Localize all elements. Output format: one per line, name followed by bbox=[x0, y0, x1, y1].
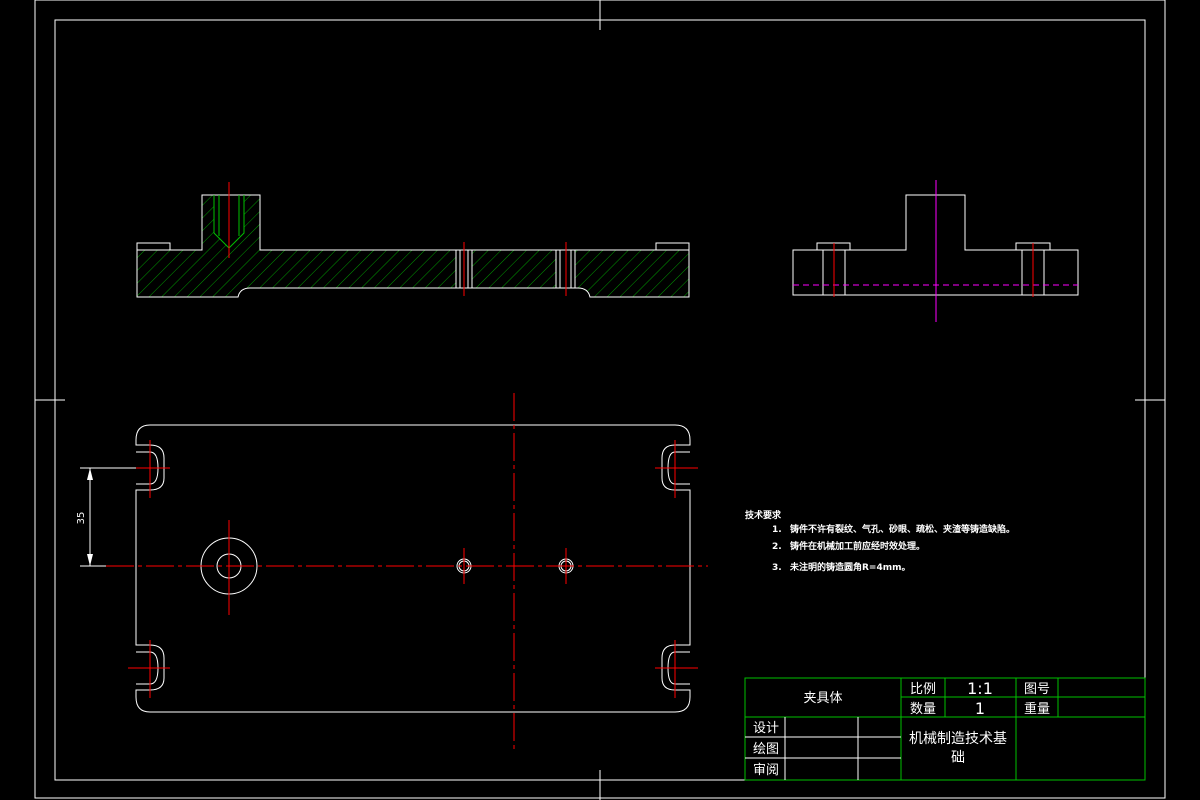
quantity-value: 1 bbox=[975, 699, 985, 718]
quantity-label: 数量 bbox=[910, 702, 936, 717]
part-name: 夹具体 bbox=[803, 691, 842, 706]
tech-req-num-2: 2. bbox=[772, 542, 782, 552]
tech-req-heading: 技术要求 bbox=[745, 509, 782, 521]
front-view-pin-hole-right bbox=[555, 250, 576, 288]
centering-marks bbox=[35, 0, 1165, 800]
section-hatch-right bbox=[575, 250, 689, 297]
title-block: 夹具体 比例 1:1 图号 数量 1 重量 设计 绘图 审阅 机械制造技术基 础 bbox=[744, 677, 1146, 781]
tech-req-text-2: 铸件在机械加工前应经时效处理。 bbox=[790, 540, 925, 552]
sheet-inner-border bbox=[54, 19, 1146, 781]
tech-req-text-3: 未注明的铸造圆角R=4mm。 bbox=[789, 561, 911, 573]
reviewer-label: 审阅 bbox=[753, 763, 779, 778]
drawing-no-label: 图号 bbox=[1024, 682, 1050, 697]
weight-label: 重量 bbox=[1024, 701, 1050, 717]
technical-requirements: 技术要求 1. 铸件不许有裂纹、气孔、砂眼、疏松、夹渣等铸造缺陷。 2. 铸件在… bbox=[745, 509, 1015, 573]
designer-label: 设计 bbox=[753, 721, 779, 736]
right-slot-lip bbox=[655, 242, 690, 250]
front-view-outline bbox=[136, 194, 690, 298]
front-section-view bbox=[136, 182, 690, 298]
front-view-pin-hole-left bbox=[455, 250, 473, 288]
tech-req-text-1: 铸件不许有裂纹、气孔、砂眼、疏松、夹渣等铸造缺陷。 bbox=[790, 523, 1015, 535]
scale-value: 1:1 bbox=[967, 679, 993, 698]
drafter-label: 绘图 bbox=[753, 742, 779, 757]
side-view-outline bbox=[792, 194, 1079, 296]
course-title-line2: 础 bbox=[951, 750, 965, 766]
section-hatch-left bbox=[137, 195, 456, 297]
tech-req-num-1: 1. bbox=[772, 525, 782, 535]
side-view bbox=[792, 180, 1079, 322]
top-view bbox=[106, 393, 708, 750]
section-hatch-middle bbox=[472, 250, 556, 288]
top-view-outline bbox=[135, 424, 691, 713]
dimension-value: 35 bbox=[76, 512, 87, 525]
left-slot-lip bbox=[136, 242, 171, 250]
course-title-line1: 机械制造技术基 bbox=[909, 730, 1007, 747]
dimension-35: 35 bbox=[76, 467, 136, 567]
tech-req-num-3: 3. bbox=[772, 563, 782, 573]
scale-label: 比例 bbox=[910, 682, 936, 697]
